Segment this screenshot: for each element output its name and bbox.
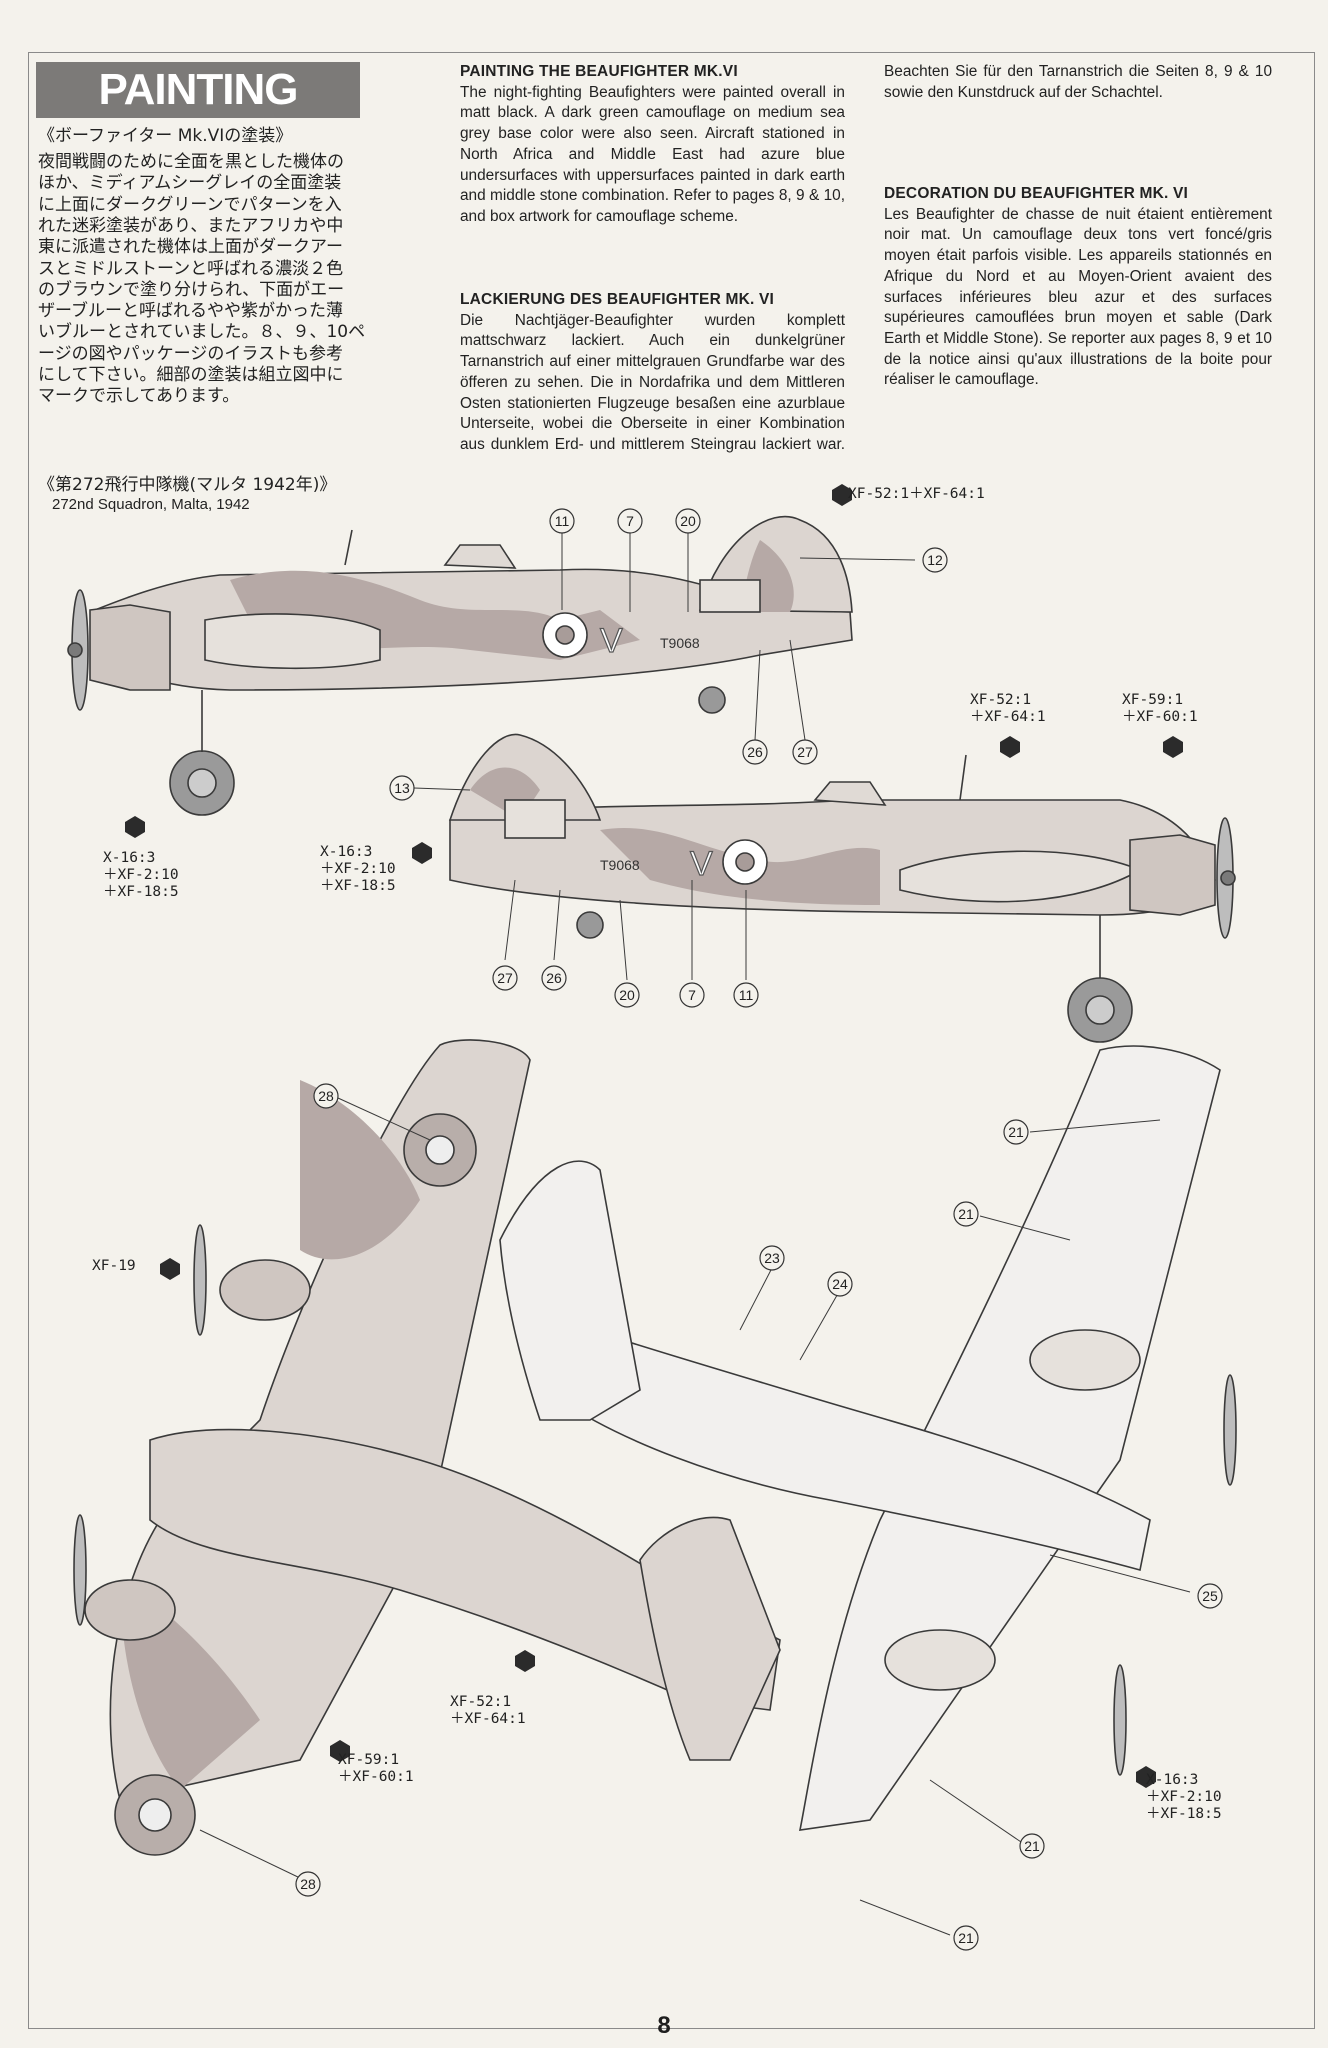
- callout-numbers: 11 7 20 12 26 27 13 27 26 20 7 11 28 28 21 21 23 24 25 21 21: [295, 508, 1223, 1951]
- jp-body-line: ほか、ミディアムシーグレイの全面塗装: [38, 173, 342, 194]
- callout-number: 28: [318, 1088, 334, 1104]
- code-letter-side1: V: [600, 622, 623, 660]
- page-frame: [28, 52, 1315, 2029]
- paint-side2-right: XF-59:1 ＋XF-60:1: [1122, 692, 1198, 725]
- callout-number: 27: [497, 970, 513, 986]
- callout-circle: [759, 1245, 785, 1271]
- jp-body-line: ージの図やパッケージのイラストも参考: [38, 343, 343, 364]
- german-section: LACKIERUNG DES BEAUFIGHTER MK. VI Die Na…: [460, 290, 845, 466]
- callout-number: 28: [300, 1876, 316, 1892]
- callout-number: 25: [1202, 1588, 1218, 1604]
- paint-top-mid: XF-52:1 ＋XF-64:1: [450, 1694, 526, 1727]
- caption-en: 272nd Squadron, Malta, 1942: [52, 496, 250, 513]
- jp-body-line: 夜間戦闘のために全面を黒とした機体の: [38, 152, 344, 172]
- callout-circle: [389, 775, 415, 801]
- callout-number: 23: [764, 1250, 780, 1266]
- english-heading: PAINTING THE BEAUFIGHTER MK.VI: [460, 63, 738, 80]
- jp-body-line: れた迷彩塗装があり、またアフリカや中: [38, 215, 344, 236]
- jp-body-line: にして下さい。細部の塗装は組立図中に: [38, 365, 344, 385]
- callout-number: 21: [1008, 1124, 1024, 1140]
- callout-number: 21: [958, 1930, 974, 1946]
- callout-number: 11: [555, 513, 570, 529]
- jp-body-line: ザーブルーと呼ばれるやや紫がかった薄: [38, 301, 343, 322]
- callout-number: 20: [680, 513, 696, 529]
- top-view: [73, 1039, 781, 1856]
- callout-number: 11: [739, 987, 754, 1003]
- jp-body-line: マークで示してあります。: [38, 386, 240, 407]
- paint-bottom-right: X-16:3 ＋XF-2:10 ＋XF-18:5: [1146, 1772, 1222, 1822]
- german-body-cont: Die Nachtjäger-Beaufighter wurden komple…: [884, 62, 1272, 101]
- callout-circle: [953, 1925, 979, 1951]
- paint-side1-left: X-16:3 ＋XF-2:10 ＋XF-18:5: [103, 850, 179, 900]
- paint-side2-mid: XF-52:1 ＋XF-64:1: [970, 692, 1046, 725]
- jp-body-line: に上面にダークグリーンでパターンを入: [38, 194, 342, 215]
- callout-circle: [295, 1871, 321, 1897]
- paint-markers: [125, 484, 1183, 1788]
- callout-circle: [1003, 1119, 1029, 1145]
- callout-circle: [953, 1201, 979, 1227]
- serial-side1: T9068: [660, 635, 700, 651]
- french-body: Les Beaufighter de chasse de nuit étaien…: [884, 205, 1272, 389]
- jp-heading: 《ボーファイター Mk.VIの塗装》: [38, 126, 293, 146]
- callout-circle: [541, 965, 567, 991]
- german-body: Die Nachtjäger-Beaufighter wurden komple…: [460, 311, 845, 453]
- jp-body-line: スとミドルストーンと呼ばれる濃淡２色: [38, 258, 344, 279]
- german-french-section: Die Nachtjäger-Beaufighter wurden komple…: [884, 62, 1272, 401]
- side-view-starboard: [448, 733, 1236, 1043]
- callout-circle: [313, 1083, 339, 1109]
- callout-circle: [492, 965, 518, 991]
- leader-lines: [199, 532, 1191, 1936]
- paint-top-left: XF-19: [92, 1258, 136, 1274]
- callout-circle: [614, 982, 640, 1008]
- callout-number: 7: [688, 987, 696, 1003]
- callout-circle: [679, 982, 705, 1008]
- callout-number: 21: [1024, 1838, 1040, 1854]
- callout-circle: [742, 739, 768, 765]
- callout-circle: [733, 982, 759, 1008]
- callout-number: 24: [832, 1276, 848, 1292]
- callout-number: 13: [394, 780, 410, 796]
- french-heading: DECORATION DU BEAUFIGHTER MK. VI: [884, 185, 1189, 202]
- code-letter-side2: V: [690, 845, 713, 883]
- callout-circle: [675, 508, 701, 534]
- callout-number: 26: [747, 744, 763, 760]
- callout-number: 12: [927, 552, 943, 568]
- callout-number: 21: [958, 1206, 974, 1222]
- paint-upper-top: XF-52:1＋XF-64:1: [848, 486, 985, 502]
- page-title: PAINTING: [36, 62, 360, 118]
- jp-body-line: 東に派遣された機体は上面がダークアー: [38, 237, 343, 258]
- english-body: The night-fighting Beaufighters were pai…: [460, 83, 845, 225]
- callout-number: 26: [546, 970, 562, 986]
- caption-jp: 《第272飛行中隊機(マルタ 1942年)》: [38, 475, 337, 495]
- callout-circle: [827, 1271, 853, 1297]
- callout-circle: [549, 508, 575, 534]
- side-view-port: [67, 515, 853, 816]
- callout-circle: [617, 508, 643, 534]
- callout-circle: [1197, 1583, 1223, 1609]
- aircraft-markings: V T9068 V T9068: [599, 621, 713, 883]
- callout-circle: [922, 547, 948, 573]
- bottom-view: [499, 1045, 1237, 1831]
- callout-number: 27: [797, 744, 813, 760]
- jp-body-line: のブラウンで塗り分けられ、下面がエー: [38, 279, 345, 300]
- paint-top-low: XF-59:1 ＋XF-60:1: [338, 1752, 414, 1785]
- callout-number: 7: [626, 513, 634, 529]
- callout-number: 20: [619, 987, 635, 1003]
- paint-side2-left: X-16:3 ＋XF-2:10 ＋XF-18:5: [320, 844, 396, 894]
- callout-circle: [1019, 1833, 1045, 1859]
- callout-circle: [792, 739, 818, 765]
- jp-body-line: いブルーとされていました。８、９、10ペ: [38, 322, 366, 343]
- german-heading: LACKIERUNG DES BEAUFIGHTER MK. VI: [460, 291, 775, 308]
- serial-side2: T9068: [600, 857, 640, 873]
- english-section: PAINTING THE BEAUFIGHTER MK.VI The night…: [460, 62, 845, 238]
- page-number: 8: [657, 2012, 671, 2039]
